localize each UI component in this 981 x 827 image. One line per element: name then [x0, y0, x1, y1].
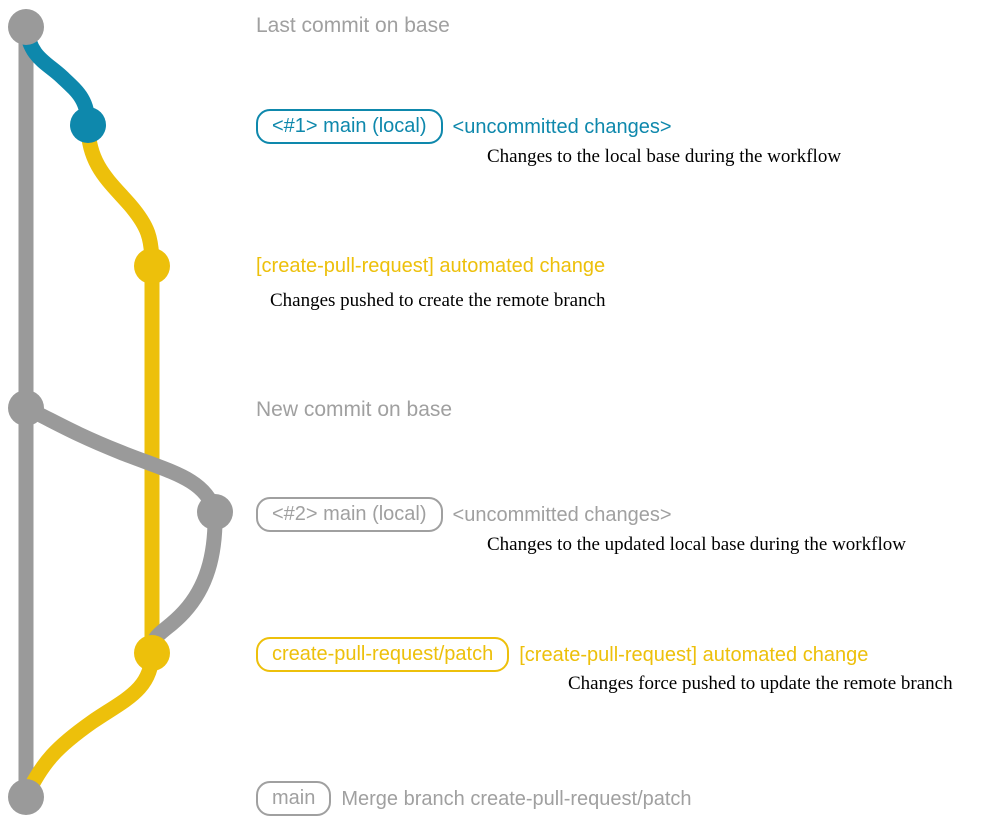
commit-subject-patch-1: [create-pull-request] automated change — [256, 255, 606, 277]
commit-description-local-2: Changes to the updated local base during… — [487, 534, 906, 555]
ref-pill-patch-branch[interactable]: create-pull-request/patch — [256, 637, 510, 672]
ref-row-patch-2: create-pull-request/patch [create-pull-r… — [256, 637, 868, 672]
ref-pill-main[interactable]: main — [256, 781, 332, 816]
commit-description-patch-1: Changes pushed to create the remote bran… — [270, 290, 606, 311]
ref-row-local-2: <#2> main (local) <uncommitted changes> — [256, 497, 672, 532]
commit-subject-local-2: <uncommitted changes> — [452, 503, 672, 526]
ref-row-local-1: <#1> main (local) <uncommitted changes> — [256, 109, 672, 144]
ref-pill-local-2[interactable]: <#2> main (local) — [256, 497, 443, 532]
ref-pill-local-1[interactable]: <#1> main (local) — [256, 109, 443, 144]
commit-subject-base-merge: Merge branch create-pull-request/patch — [341, 787, 692, 810]
commit-description-local-1: Changes to the local base during the wor… — [487, 146, 842, 167]
commit-row-patch-1: [create-pull-request] automated change — [256, 255, 605, 277]
commit-subject-local-1: <uncommitted changes> — [452, 115, 672, 138]
caption-new-commit-on-base: New commit on base — [256, 398, 453, 421]
commit-subject-patch-2: [create-pull-request] automated change — [519, 643, 869, 666]
caption-last-commit-on-base: Last commit on base — [256, 14, 450, 37]
ref-row-base-merge: main Merge branch create-pull-request/pa… — [256, 781, 692, 816]
commit-description-patch-2: Changes force pushed to update the remot… — [568, 673, 953, 694]
